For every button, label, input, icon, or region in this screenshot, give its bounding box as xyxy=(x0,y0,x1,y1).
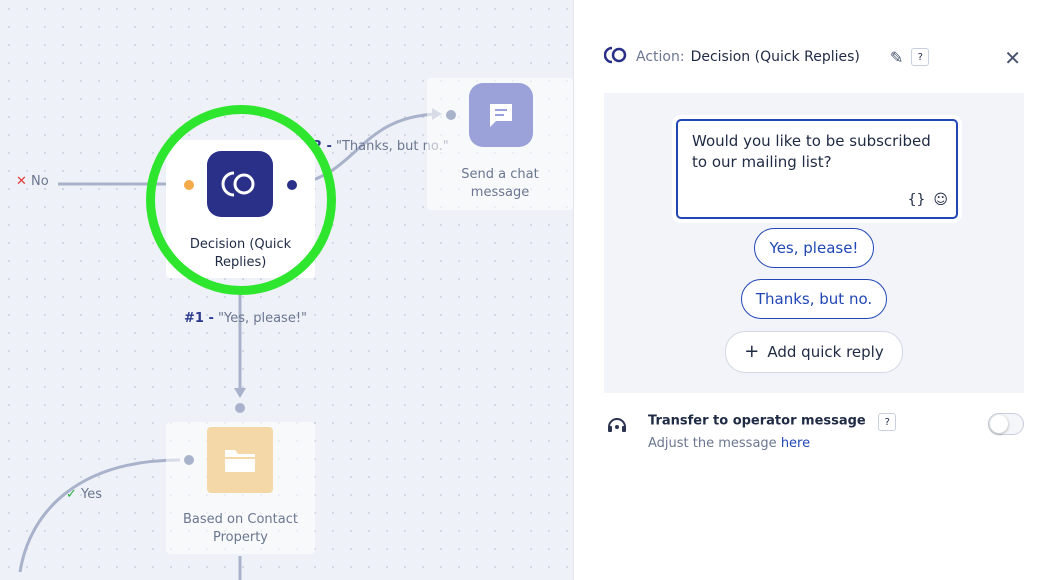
edge-to-contact-property-arrow xyxy=(234,388,246,398)
emoji-icon[interactable]: ☺ xyxy=(933,192,948,208)
contact-property-output-port[interactable] xyxy=(184,455,194,465)
transfer-title: Transfer to operator message ? xyxy=(648,413,897,431)
help-icon[interactable]: ? xyxy=(911,48,930,66)
panel-title: Decision (Quick Replies) xyxy=(690,49,860,65)
plus-icon: + xyxy=(744,341,760,362)
folder-icon[interactable] xyxy=(207,427,273,493)
transfer-subtitle: Adjust the message here xyxy=(648,436,811,451)
edge-bottom-label: #1 - "Yes, please!" xyxy=(184,311,308,326)
message-tools: {} ☺ xyxy=(908,190,948,211)
edge-yes-label: ✓ Yes xyxy=(66,487,103,502)
x-icon: ✕ xyxy=(16,174,27,189)
help-icon[interactable]: ? xyxy=(878,413,897,431)
highlight-ring xyxy=(146,105,336,295)
chat-icon[interactable] xyxy=(469,83,533,147)
operator-headset-icon xyxy=(606,414,628,440)
contact-property-input-port[interactable] xyxy=(235,403,245,413)
send-chat-node-label: Send a chat message xyxy=(461,167,539,200)
flow-canvas[interactable]: ✕ No #2 - "Thanks, but no." #1 - "Yes, p… xyxy=(0,0,573,580)
message-input[interactable]: Would you like to be subscribed to our m… xyxy=(676,119,958,219)
send-chat-input-port[interactable] xyxy=(446,110,456,120)
transfer-here-link[interactable]: here xyxy=(780,436,811,451)
action-panel: Action: Decision (Quick Replies) ✎ ? ✕ W… xyxy=(573,0,1044,580)
yes-edge xyxy=(18,458,181,573)
message-editor-area: Would you like to be subscribed to our m… xyxy=(604,93,1024,393)
panel-action-label: Action: xyxy=(636,49,685,65)
variables-icon[interactable]: {} xyxy=(907,192,926,208)
check-icon: ✓ xyxy=(66,487,77,502)
incoming-edge-label: ✕ No xyxy=(16,174,49,189)
transfer-toggle[interactable] xyxy=(988,413,1024,435)
panel-header: Action: Decision (Quick Replies) ✎ ? xyxy=(603,46,930,68)
pencil-icon[interactable]: ✎ xyxy=(889,47,904,67)
toggle-knob xyxy=(990,415,1008,433)
close-icon[interactable]: ✕ xyxy=(1004,46,1021,70)
add-quick-reply-button[interactable]: +Add quick reply xyxy=(725,331,903,373)
quick-reply-2[interactable]: Thanks, but no. xyxy=(741,279,887,319)
decision-icon xyxy=(603,46,628,68)
quick-reply-1[interactable]: Yes, please! xyxy=(754,228,874,268)
contact-property-node-label: Based on Contact Property xyxy=(183,512,298,545)
